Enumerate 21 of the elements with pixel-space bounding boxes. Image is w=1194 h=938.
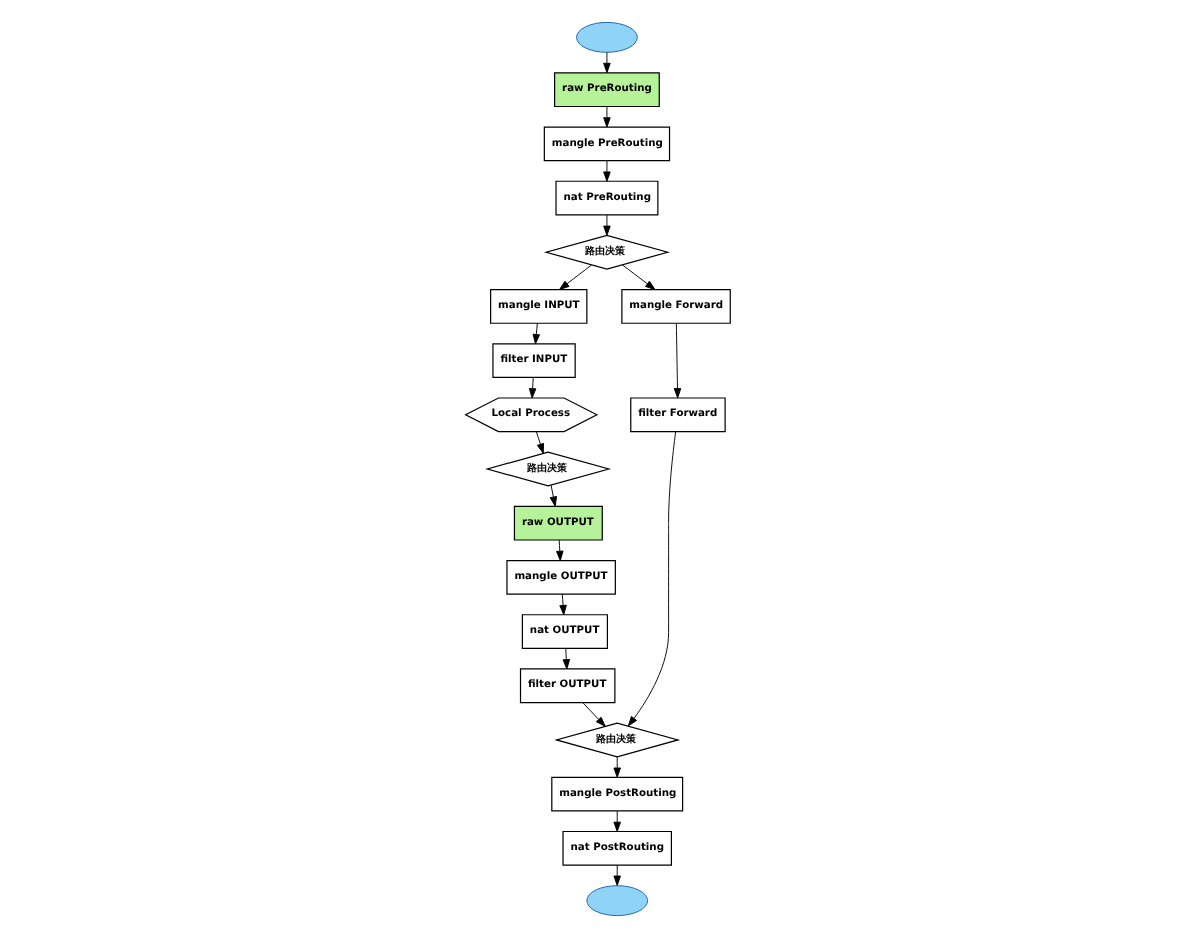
- arrow: [527, 377, 536, 399]
- arrow: [612, 810, 620, 832]
- arrow: [626, 431, 676, 727]
- arrow: [621, 264, 655, 290]
- arrow: [602, 160, 610, 182]
- arrow: [602, 51, 610, 74]
- arrow: [602, 106, 610, 128]
- arrow: [672, 323, 681, 399]
- arrow: [612, 756, 620, 778]
- arrow: [558, 264, 591, 290]
- arrow: [534, 431, 544, 454]
- arrow: [602, 214, 610, 236]
- node-cloud: [585, 885, 648, 917]
- arrow: [561, 648, 570, 670]
- arrow: [531, 322, 540, 345]
- arrow: [555, 539, 563, 562]
- arrow: [558, 593, 566, 616]
- arrow: [581, 702, 605, 727]
- node-cloud: [575, 21, 637, 53]
- arrow: [548, 484, 557, 507]
- arrow: [612, 864, 620, 886]
